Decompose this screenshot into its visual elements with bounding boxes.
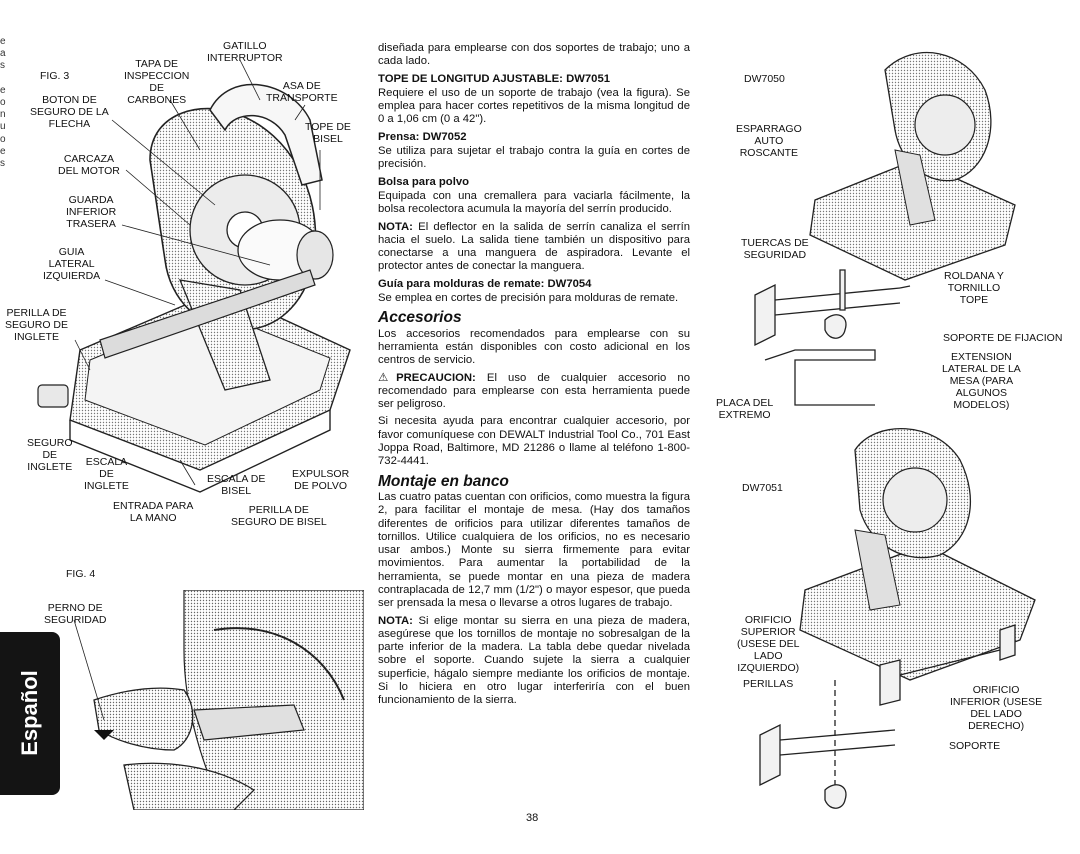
paragraph-accesorios: Los accesorios recomendados para emplear… [378, 327, 690, 367]
margin-text-fragment: e a s e o n u o e s [0, 36, 6, 170]
label-extension: EXTENSION LATERAL DE LA MESA (PARA ALGUN… [942, 351, 1021, 411]
right-stand-illustration [754, 51, 1036, 809]
label-tuercas: TUERCAS DE SEGURIDAD [741, 237, 809, 261]
precaucion-text: El uso de cualquier accesorio no recomen… [378, 371, 690, 411]
fig4-caption: FIG. 4 [66, 568, 96, 580]
label-asa-transporte: ASA DE TRANSPORTE [266, 80, 338, 104]
label-placa-extremo: PLACA DEL EXTREMO [716, 397, 774, 421]
nota-label: NOTA: [378, 220, 413, 233]
label-dw7050: DW7050 [744, 73, 785, 85]
label-orificio-superior: ORIFICIO SUPERIOR (USESE DEL LADO IZQUIE… [737, 614, 800, 674]
label-soporte-fijacion: SOPORTE DE FIJACION [943, 332, 1063, 344]
language-tab: Español [0, 632, 60, 795]
nota-deflector-text: El deflector en la salida de serrín cana… [378, 220, 690, 273]
label-boton-seguro: BOTON DE SEGURO DE LA FLECHA [30, 94, 109, 130]
label-soporte: SOPORTE [949, 740, 1001, 752]
label-perilla-bisel: PERILLA DE SEGURO DE BISEL [231, 504, 327, 528]
heading-montaje-banco: Montaje en banco [378, 472, 509, 490]
label-expulsor: EXPULSOR DE POLVO [292, 468, 350, 492]
text-column: diseñada para emplearse con dos soportes… [378, 42, 690, 712]
fig3-miter-saw-illustration [37, 59, 351, 493]
label-esparrago: ESPARRAGO AUTO ROSCANTE [736, 123, 802, 159]
label-dw7051: DW7051 [742, 482, 783, 494]
precaucion-label: PRECAUCION: [396, 371, 476, 384]
fig3-caption: FIG. 3 [40, 70, 70, 82]
page-number: 38 [526, 812, 539, 824]
heading-accesorios: Accesorios [378, 309, 462, 327]
nota-montaje-text: Si elige montar su sierra en una pieza d… [378, 614, 690, 707]
paragraph-guia-molduras: Se emplea en cortes de precisión para mo… [378, 292, 679, 305]
heading-guia-molduras: Guía para molduras de remate: DW7054 [378, 277, 592, 290]
intro-paragraph: diseñada para emplearse con dos soportes… [378, 42, 690, 68]
label-gatillo: GATILLO INTERRUPTOR [207, 40, 283, 64]
label-carcaza-motor: CARCAZA DEL MOTOR [58, 153, 120, 177]
label-tope-bisel: TOPE DE BISEL [305, 121, 351, 145]
label-orificio-inferior: ORIFICIO INFERIOR (USESE DEL LADO DERECH… [950, 684, 1043, 732]
label-tapa-inspeccion: TAPA DE INSPECCION DE CARBONES [124, 58, 190, 106]
label-perillas: PERILLAS [743, 678, 794, 690]
label-entrada-mano: ENTRADA PARA LA MANO [113, 500, 194, 524]
fig4-safety-pin-illustration [73, 590, 364, 810]
label-perilla-inglete: PERILLA DE SEGURO DE INGLETE [5, 307, 69, 343]
label-escala-inglete: ESCALA DE INGLETE [84, 456, 129, 492]
label-roldana: ROLDANA Y TORNILLO TOPE [944, 270, 1004, 306]
label-perno-seguridad: PERNO DE SEGURIDAD [44, 602, 107, 626]
heading-bolsa-polvo: Bolsa para polvo [378, 175, 470, 188]
paragraph-prensa: Se utiliza para sujetar el trabajo contr… [378, 145, 690, 171]
label-guarda-inferior: GUARDA INFERIOR TRASERA [66, 194, 117, 230]
language-tab-label: Español [17, 670, 42, 756]
label-guia-lateral: GUIA LATERAL IZQUIERDA [43, 246, 101, 282]
paragraph-montaje: Las cuatro patas cuentan con orificios, … [378, 490, 690, 610]
precaucion-paragraph: ⚠PRECAUCION: El uso de cualquier accesor… [378, 372, 690, 412]
nota-montaje: NOTA: Si elige montar su sierra en una p… [378, 615, 690, 708]
label-seguro-inglete: SEGURO DE INGLETE [27, 437, 73, 473]
heading-prensa: Prensa: DW7052 [378, 130, 467, 143]
nota2-label: NOTA: [378, 614, 413, 627]
paragraph-tope-longitud: Requiere el uso de un soporte de trabajo… [378, 86, 690, 126]
label-escala-bisel: ESCALA DE BISEL [207, 473, 266, 497]
nota-deflector: NOTA: El deflector en la salida de serrí… [378, 221, 690, 274]
warning-icon: ⚠ [378, 371, 397, 384]
paragraph-ayuda: Si necesita ayuda para encontrar cualqui… [378, 415, 690, 468]
heading-tope-longitud: TOPE DE LONGITUD AJUSTABLE: DW7051 [378, 72, 611, 85]
paragraph-bolsa-polvo: Equipada con una cremallera para vaciarl… [378, 189, 690, 216]
